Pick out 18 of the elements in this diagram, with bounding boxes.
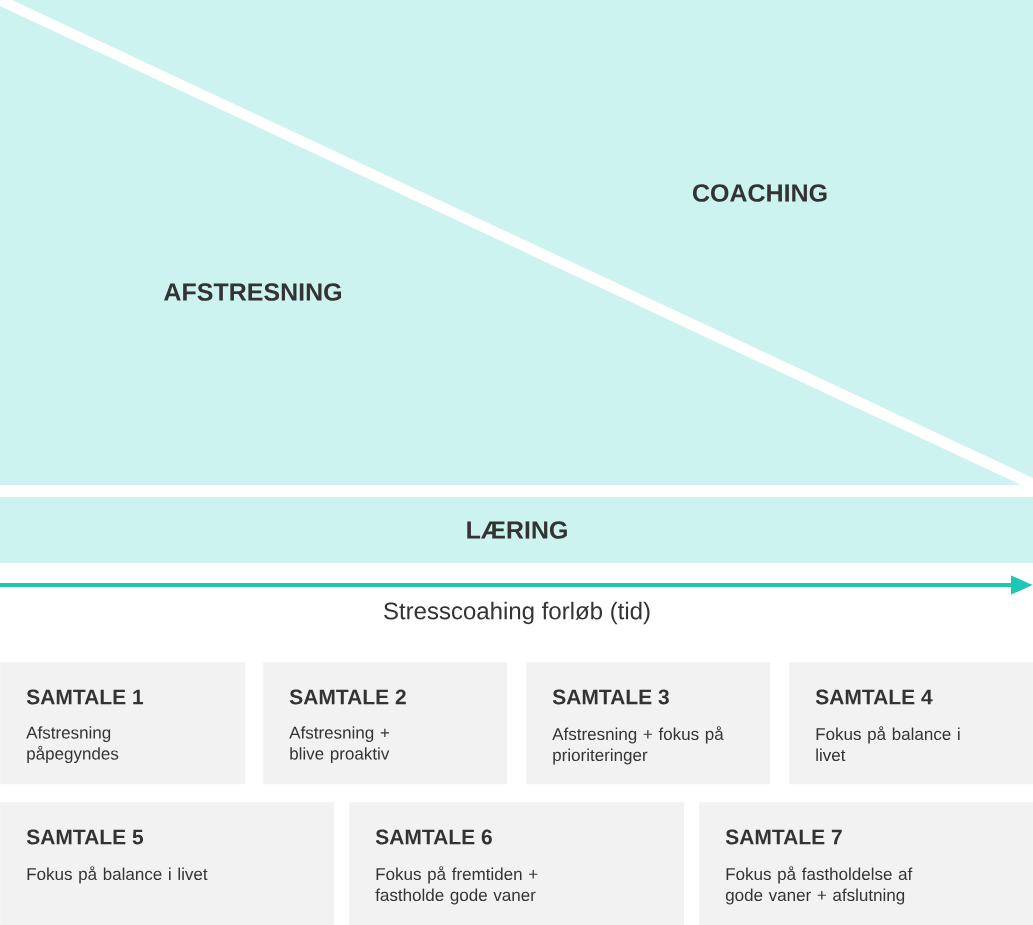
card-text: Fokus på fremtiden + fastholde gode vaner xyxy=(375,866,538,905)
card-heading: SAMTALE 5 xyxy=(26,829,144,845)
card-text: Fokus på balance i livet xyxy=(816,726,960,762)
card-heading: SAMTALE 1 xyxy=(26,689,144,705)
card-text: Fokus på fastholdelse af gode vaner + afslutning xyxy=(725,866,913,905)
node-label: AFSTRESNING xyxy=(164,283,342,301)
shaded-area: LÆRING xyxy=(0,497,1033,563)
card-heading: SAMTALE 7 xyxy=(725,829,842,845)
card-heading: SAMTALE 6 xyxy=(375,829,492,845)
card-heading: SAMTALE 4 xyxy=(815,689,933,705)
card-heading: SAMTALE 3 xyxy=(552,689,669,705)
card-heading: SAMTALE 2 xyxy=(289,689,406,705)
axis-label: Stresscoahing forløb (tid) xyxy=(384,601,650,625)
node-label: COACHING xyxy=(692,184,827,202)
card-text: Afstresning påpegyndes xyxy=(26,726,119,764)
card-text: Afstresning + fokus på prioriteringer xyxy=(552,726,724,765)
card-text: Afstresning + blive proaktiv xyxy=(289,726,390,764)
card-text: Fokus på balance i livet xyxy=(27,866,208,884)
